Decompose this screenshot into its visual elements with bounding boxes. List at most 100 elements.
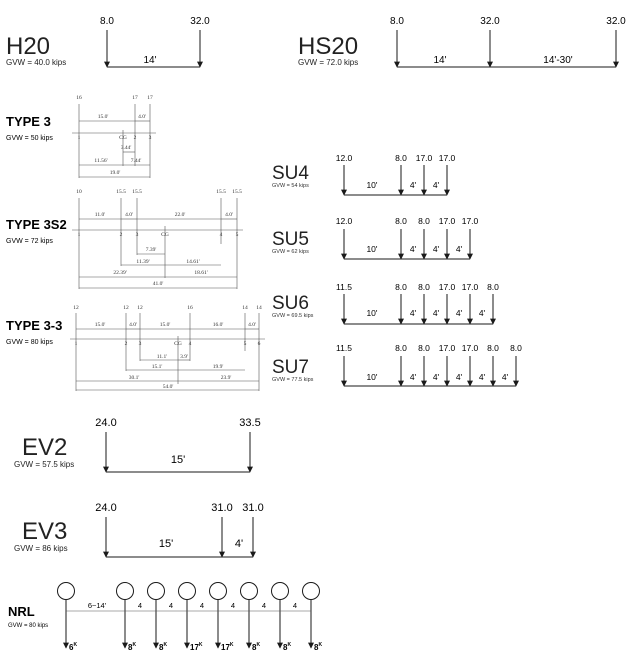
hs20-title: HS20 [298,33,358,60]
su7-spacing-2: 4' [410,372,417,382]
nrl-load-1-group: 6K [69,642,77,652]
su4-spacing-3: 4' [433,180,440,190]
type3-3-dimension-lines [70,313,265,391]
truck-su6: SU6 GVW = 69.5 kips 11.5 8.0 8.0 17.0 17… [272,282,499,325]
nrl-load-2-unit: K [132,642,136,648]
type3s2-spacing-1: 11.0' [95,212,105,218]
nrl-spacing-7: 4 [293,601,297,610]
type3-3-load-6: 14 [256,305,262,311]
nrl-gvw: GVW = 80 kips [8,623,48,629]
su6-gvw: GVW = 69.5 kips [272,313,314,319]
type3-gvw: GVW = 50 kips [6,135,53,142]
ev2-gvw: GVW = 57.5 kips [14,460,74,469]
su6-load-6: 8.0 [487,282,499,292]
truck-ev3: EV3 GVW = 86 kips 24.0 31.0 31.0 15' 4' [14,502,264,558]
nrl-load-2-group: 8K [128,642,136,652]
su7-load-5: 17.0 [462,343,479,353]
nrl-load-6-unit: K [256,642,260,648]
su6-load-1: 11.5 [336,282,352,292]
nrl-spacing-5: 4 [231,601,235,610]
nrl-load-3-group: 8K [159,642,167,652]
su5-spacing-1: 10' [366,244,377,254]
su6-title: SU6 [272,293,309,314]
nrl-wheels [57,582,320,600]
type3-3-spacing-3: 15.0' [160,322,171,328]
type3-3-gvw: GVW = 80 kips [6,339,53,346]
type3-3-dim-7: 54.0' [163,384,174,390]
type3-3-load-4: 16 [187,305,193,311]
type3-spacing-1: 15.0' [98,114,109,120]
type3-3-load-5: 14 [242,305,248,311]
truck-type3-3: TYPE 3-3 GVW = 80 kips 12 12 12 16 14 14… [6,305,265,391]
hs20-load-1: 8.0 [390,16,404,27]
truck-type3: TYPE 3 GVW = 50 kips 16 17 17 15.0' 4.0'… [6,95,156,178]
truck-su7: SU7 GVW = 77.5 kips 11.5 8.0 8.0 17.0 17… [272,343,522,387]
su5-load-4: 17.0 [439,216,456,226]
type3s2-spacing-4: 4.0' [225,212,233,218]
nrl-load-4-unit: K [199,642,203,648]
h20-gvw: GVW = 40.0 kips [6,58,66,67]
su5-axle-arrows [341,229,473,260]
type3s2-dim-3: 14.61' [186,259,199,265]
su4-load-3: 17.0 [416,153,433,163]
type3-3-dim-6: 23.9' [221,375,232,381]
su7-title: SU7 [272,357,309,378]
su6-axle-arrows [341,294,496,325]
su7-load-3: 8.0 [418,343,430,353]
nrl-load-6: 8 [252,643,257,652]
su4-axle-arrows [341,165,450,196]
type3s2-load-2: 15.5 [116,189,126,195]
nrl-load-4: 17 [190,643,199,652]
su7-load-6: 8.0 [487,343,499,353]
type3s2-dim-1: 7.39' [146,247,157,253]
truck-su5: SU5 GVW = 62 kips 12.0 8.0 8.0 17.0 17.0… [272,216,479,260]
type3-3-title: TYPE 3-3 [6,318,62,333]
su7-spacing-4: 4' [456,372,463,382]
hs20-spacing-1: 14' [433,55,446,66]
hs20-spacing-2: 14'-30' [543,55,572,66]
type3s2-spacing-3: 22.0' [175,212,186,218]
nrl-load-2: 8 [128,643,133,652]
su4-spacing-1: 10' [366,180,377,190]
su4-load-1: 12.0 [336,153,353,163]
truck-h20: H20 GVW = 40.0 kips 8.0 32.0 14' [6,16,210,68]
ev2-load-1: 24.0 [95,417,116,429]
hs20-load-3: 32.0 [606,16,626,27]
su7-gvw: GVW = 77.5 kips [272,377,314,383]
h20-spacing-1: 14' [143,55,156,66]
su4-load-4: 17.0 [439,153,456,163]
hs20-gvw: GVW = 72.0 kips [298,58,358,67]
su7-load-4: 17.0 [439,343,456,353]
su7-load-1: 11.5 [336,343,352,353]
type3-3-load-1: 12 [73,305,79,311]
nrl-spacing-4: 4 [200,601,204,610]
su7-axle-arrows [341,356,519,387]
su5-load-2: 8.0 [395,216,407,226]
nrl-axle-lines [63,600,314,649]
type3-dim-1: 3.44' [121,145,132,151]
type3-dim-4: 19.0' [110,170,121,176]
su6-spacing-1: 10' [366,308,377,318]
su6-load-3: 8.0 [418,282,430,292]
su7-spacing-5: 4' [479,372,486,382]
type3s2-dim-6: 41.0' [153,281,164,287]
type3-3-spacing-2: 4.0' [129,322,137,328]
nrl-spacings: 6~14' 4 4 4 4 4 4 [88,601,297,610]
type3-3-spacing-1: 15.0' [95,322,106,328]
truck-hs20: HS20 GVW = 72.0 kips 8.0 32.0 32.0 14' 1… [298,16,626,68]
su6-spacing-2: 4' [410,308,417,318]
type3s2-title: TYPE 3S2 [6,217,67,232]
type3-dim-3: 7.44' [131,158,142,164]
nrl-spacing-3: 4 [169,601,173,610]
type3s2-load-4: 15.5 [216,189,226,195]
ev2-spacing-1: 15' [171,454,185,466]
su5-title: SU5 [272,229,309,250]
ev3-load-2: 31.0 [211,502,232,514]
nrl-load-3-unit: K [163,642,167,648]
su5-spacing-4: 4' [456,244,463,254]
su7-spacing-3: 4' [433,372,440,382]
truck-su4: SU4 GVW = 54 kips 12.0 8.0 17.0 17.0 10'… [272,153,456,196]
su7-load-2: 8.0 [395,343,407,353]
ev2-title: EV2 [22,434,67,461]
